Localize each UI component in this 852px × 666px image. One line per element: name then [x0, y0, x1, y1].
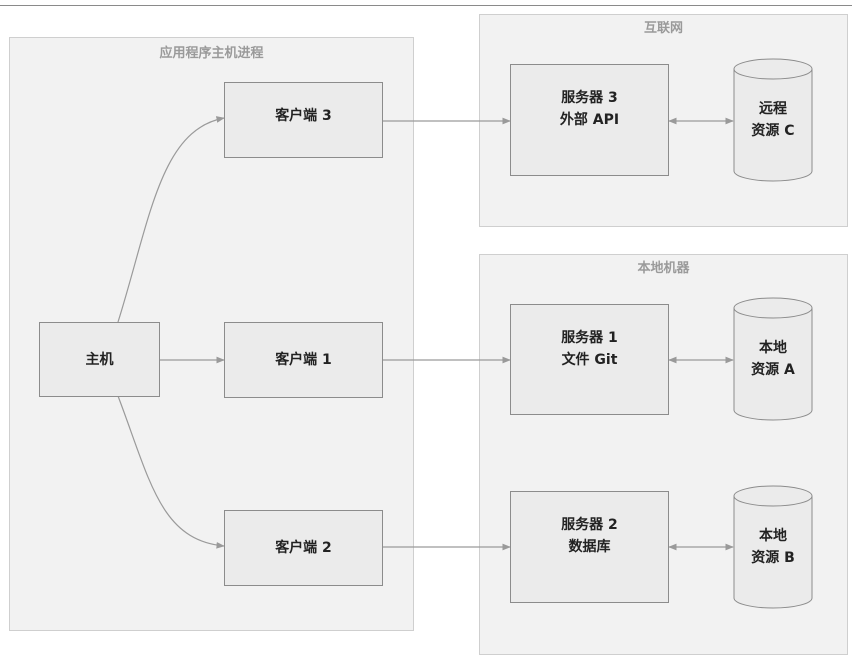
remote-c-line1: 远程: [759, 101, 787, 117]
edge-host-client2: [117, 395, 225, 549]
host-node: 主机: [39, 322, 160, 397]
client2-node: 客户端 2: [224, 510, 383, 586]
cylinder-shape-c: [733, 58, 813, 182]
app-host-process-title: 应用程序主机进程: [159, 46, 264, 61]
cylinder-shape-b: [733, 485, 813, 609]
local-b-line1: 本地: [759, 528, 787, 544]
client3-label: 客户端 3: [275, 108, 332, 124]
local-machine-title: 本地机器: [637, 261, 690, 276]
client3-node: 客户端 3: [224, 82, 383, 158]
cylinder-shape-a: [733, 297, 813, 421]
server3-node: 服务器 3 外部 API: [510, 64, 669, 176]
local-resource-a-cylinder: 本地 资源 A: [733, 297, 813, 421]
client1-node: 客户端 1: [224, 322, 383, 398]
edge-host-client3: [117, 116, 225, 323]
client1-label: 客户端 1: [275, 352, 332, 368]
server1-subtitle: 文件 Git: [561, 352, 618, 368]
server1-node: 服务器 1 文件 Git: [510, 304, 669, 415]
server1-title: 服务器 1: [561, 330, 618, 346]
local-a-line2: 资源 A: [751, 362, 795, 378]
server2-title: 服务器 2: [561, 517, 618, 533]
internet-title: 互联网: [643, 21, 683, 36]
client2-label: 客户端 2: [275, 540, 332, 556]
remote-resource-c-cylinder: 远程 资源 C: [733, 58, 813, 182]
remote-c-line2: 资源 C: [751, 123, 795, 139]
host-label: 主机: [85, 351, 114, 368]
server3-title: 服务器 3: [561, 90, 618, 106]
local-resource-b-cylinder: 本地 资源 B: [733, 485, 813, 609]
local-a-line1: 本地: [759, 340, 787, 356]
server2-subtitle: 数据库: [568, 539, 611, 555]
top-divider: [0, 5, 852, 6]
server2-node: 服务器 2 数据库: [510, 491, 669, 603]
local-b-line2: 资源 B: [751, 550, 795, 566]
server3-subtitle: 外部 API: [559, 112, 620, 128]
